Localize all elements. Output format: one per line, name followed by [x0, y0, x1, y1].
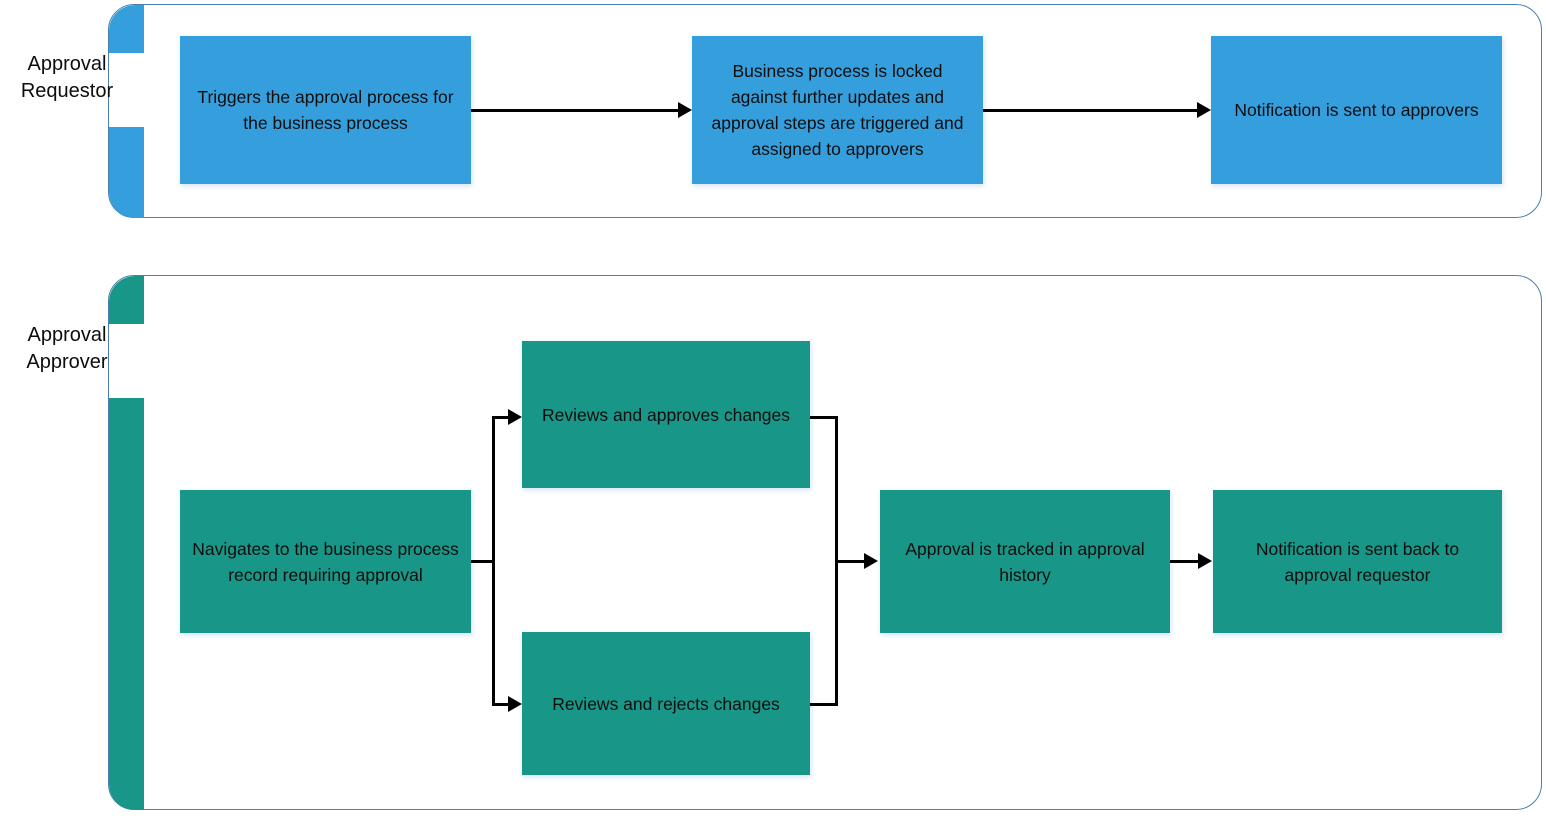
node-requestor-step-1[interactable]: Triggers the approval process for the bu…	[180, 36, 471, 184]
lane-accent-bar-top-approver	[109, 276, 144, 324]
connector-split-to-approve	[492, 416, 510, 419]
lane-label-line-1: Approval	[27, 324, 107, 346]
node-label: Triggers the approval process for the bu…	[197, 87, 454, 133]
node-requestor-step-2[interactable]: Business process is locked against furth…	[692, 36, 983, 184]
lane-label-approval-approver: Approval Approver	[0, 322, 137, 376]
connector-reject-to-merge	[810, 703, 838, 706]
connector-track-to-notify	[1170, 560, 1199, 563]
node-approver-step-reject[interactable]: Reviews and rejects changes	[522, 632, 810, 775]
node-label: Notification is sent back to approval re…	[1255, 538, 1460, 585]
lane-accent-bar-bottom-requestor	[109, 127, 144, 218]
node-approver-step-approve[interactable]: Reviews and approves changes	[522, 341, 810, 488]
connector-requestor-2-to-3	[983, 109, 1197, 112]
arrow-head-requestor-2-to-3	[1197, 102, 1211, 118]
node-label: Business process is locked against furth…	[711, 61, 964, 159]
node-approver-step-track[interactable]: Approval is tracked in approval history	[880, 490, 1170, 633]
arrow-head-split-to-approve	[508, 409, 522, 425]
lane-label-line-2: Requestor	[20, 80, 114, 102]
lane-accent-bar-bottom-approver	[109, 398, 144, 810]
node-label: Reviews and approves changes	[541, 404, 791, 425]
node-approver-step-1[interactable]: Navigates to the business process record…	[180, 490, 471, 633]
connector-approve-to-merge	[810, 416, 838, 419]
lane-label-line-2: Approver	[26, 351, 108, 373]
arrow-head-split-to-reject	[508, 696, 522, 712]
node-label: Navigates to the business process record…	[192, 538, 459, 585]
arrow-head-requestor-1-to-2	[678, 102, 692, 118]
lane-label-approval-requestor: Approval Requestor	[0, 51, 137, 105]
connector-split-riser	[492, 416, 495, 706]
node-requestor-step-3[interactable]: Notification is sent to approvers	[1211, 36, 1502, 184]
arrow-head-merge-to-track	[864, 553, 878, 569]
node-label: Reviews and rejects changes	[552, 693, 780, 714]
connector-merge-to-track	[835, 560, 866, 563]
node-approver-step-notify[interactable]: Notification is sent back to approval re…	[1213, 490, 1502, 633]
connector-requestor-1-to-2	[471, 109, 678, 112]
node-label: Approval is tracked in approval history	[905, 538, 1145, 585]
lane-label-line-1: Approval	[27, 53, 107, 75]
node-label: Notification is sent to approvers	[1234, 100, 1479, 120]
arrow-head-track-to-notify	[1198, 553, 1212, 569]
connector-split-stem	[471, 560, 495, 563]
lane-accent-bar-top-requestor	[109, 5, 144, 53]
connector-split-to-reject	[492, 703, 510, 706]
